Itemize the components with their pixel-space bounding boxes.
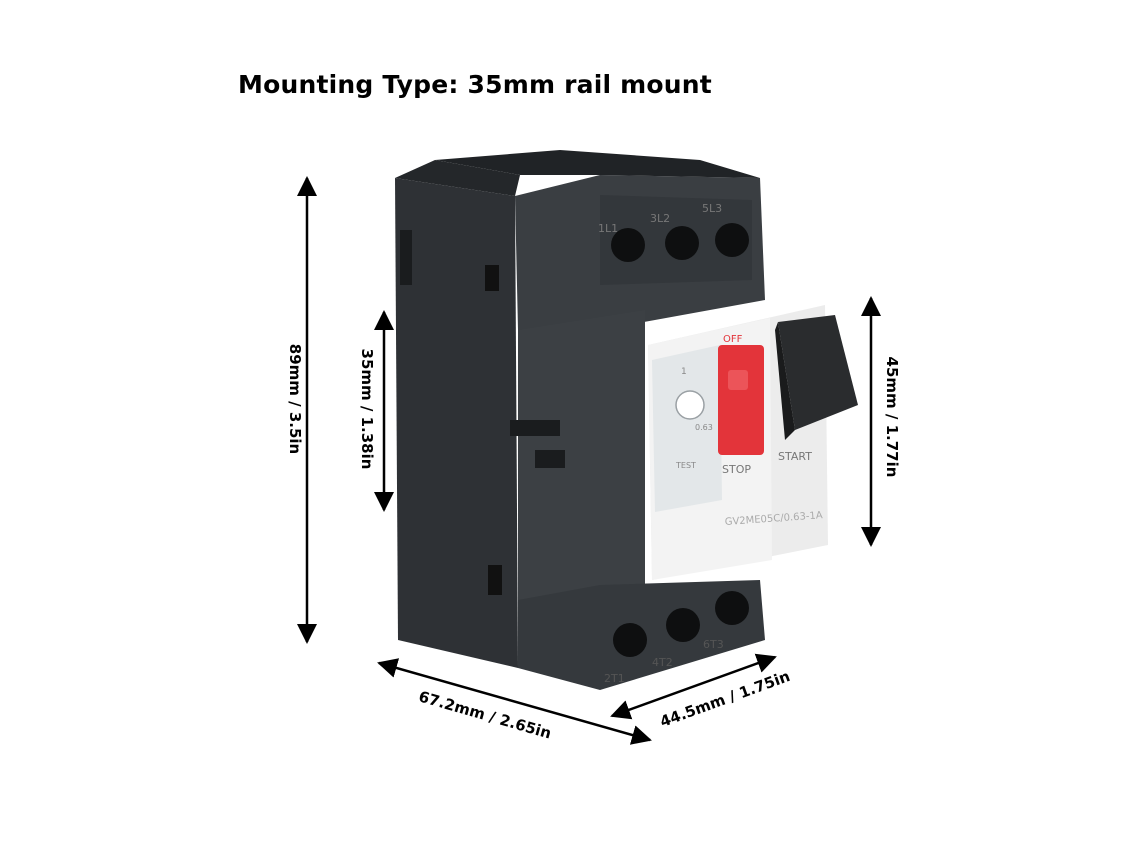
dimension-arrow-width [610,653,777,720]
terminal-label: 3L2 [650,212,670,225]
terminal-label: 2T1 [604,672,625,685]
dial-max-label: 1 [681,367,687,377]
housing-side [395,178,518,668]
label-height-total: 89mm / 3.5in [286,343,304,455]
dimension-arrow-depth [377,658,652,745]
start-label: START [778,450,812,463]
off-label: OFF [723,334,743,345]
adjustment-dial [675,390,705,420]
terminal-label: 1L1 [598,222,618,235]
terminal-hole [666,608,700,642]
terminal-label: 6T3 [703,638,724,651]
stop-label: STOP [722,463,751,476]
stop-button [718,345,764,455]
side-clip [485,265,499,291]
test-label: TEST [675,461,696,470]
terminal-label: 4T2 [652,656,673,669]
terminal-hole [611,228,645,262]
label-height-rail: 35mm / 1.38in [358,348,376,470]
side-clip [488,565,502,595]
start-button [778,315,858,430]
terminal-label: 5L3 [702,202,722,215]
terminal-hole [613,623,647,657]
terminal-hole [715,591,749,625]
terminal-hole [665,226,699,260]
dial-min-label: 0.63 [695,423,713,432]
label-height-front: 45mm / 1.77in [883,356,901,478]
terminal-hole [715,223,749,257]
page-title: Mounting Type: 35mm rail mount [238,70,712,99]
